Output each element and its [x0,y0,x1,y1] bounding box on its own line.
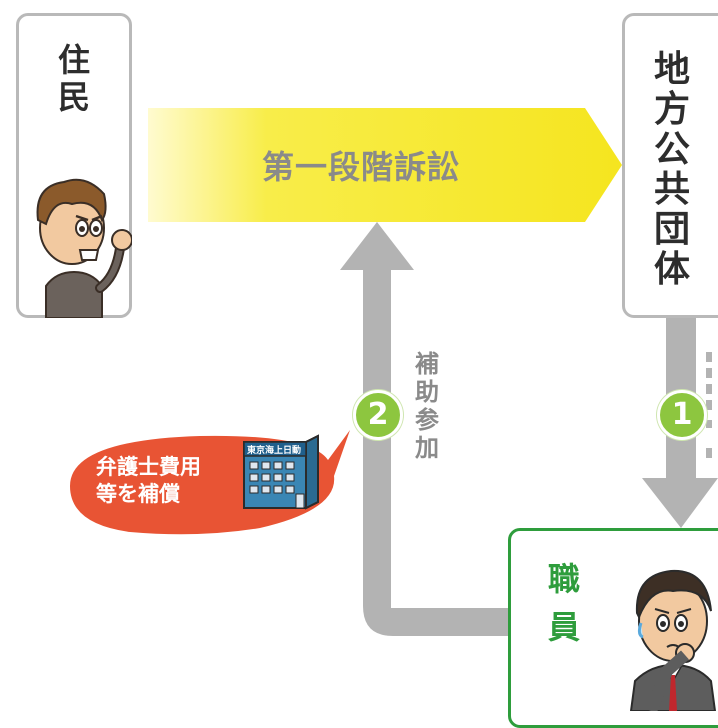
flow-arrows [148,108,718,636]
main-arrow-label: 第一段階訴訟 [262,148,461,186]
staff-label: 職員 [547,560,580,646]
building-sign: 東京海上日動 [247,444,301,456]
step2-badge: 2 [353,390,403,440]
down-arrow-head [642,478,718,528]
compensation-bubble-text: 弁護士費用 等を補償 [96,455,201,506]
resident-character [36,178,132,318]
resident-label: 住民 [57,41,90,116]
local-gov-box: 地方公共団体 [622,13,718,318]
resident-box: 住民 [16,13,132,318]
step2-label: 補助参加 [415,350,439,462]
staff-box: 職員 [508,528,718,728]
building-icon: 東京海上日動 [243,434,319,510]
local-gov-label: 地方公共団体 [653,49,690,290]
step1-badge: 1 [657,390,707,440]
staff-character [629,569,717,711]
main-arrow-shape [148,108,622,222]
